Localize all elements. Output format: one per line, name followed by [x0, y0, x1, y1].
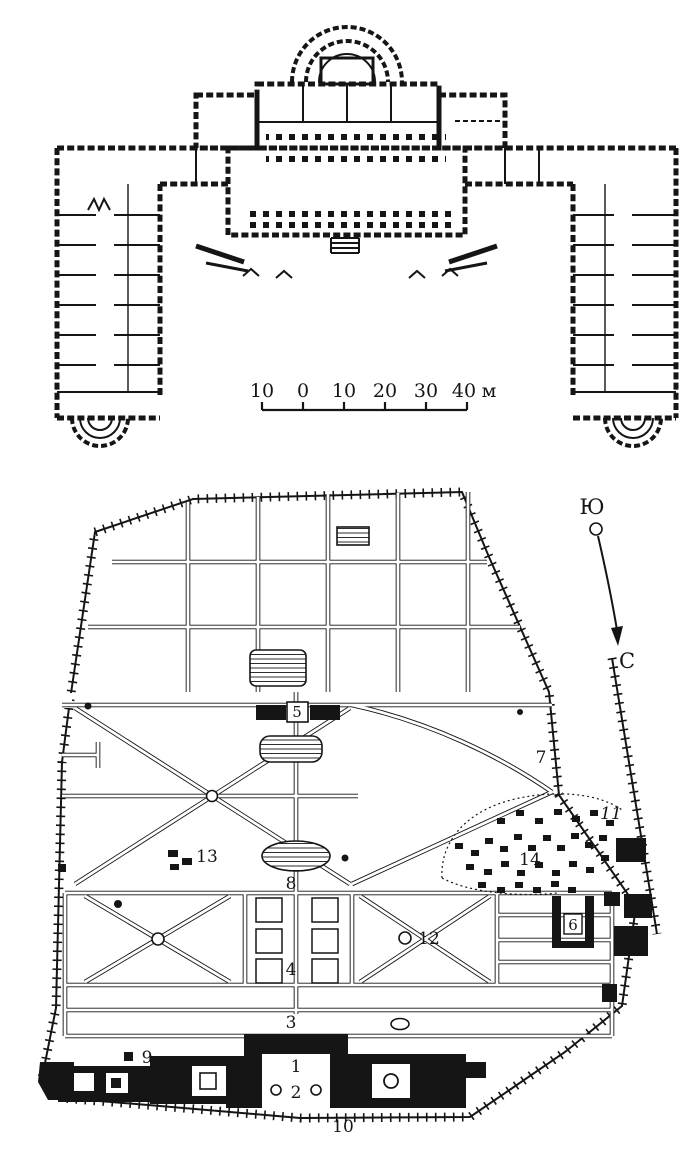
path-nodes	[151, 789, 412, 1031]
site-label-2: 2	[291, 1083, 302, 1103]
site-label-13: 13	[196, 847, 218, 867]
east-wing	[570, 148, 679, 421]
site-label-4: 4	[286, 960, 297, 980]
forecourt-gates	[195, 243, 498, 279]
site-labels: 1 2 3 4 5 6 7 8 9 10 11 12 13 14	[142, 703, 622, 1137]
palace-floor-plan	[54, 25, 679, 448]
scale-label-1: 0	[297, 380, 309, 402]
site-label-6: 6	[568, 916, 578, 934]
park-site-plan: 1 2 3 4 5 6 7 8 9 10 11 12 13 14 Ю С	[38, 492, 657, 1137]
scale-label-5: 40	[452, 380, 476, 402]
stairs-icon	[330, 237, 360, 254]
main-block	[193, 81, 508, 151]
tree-dots	[58, 702, 523, 908]
site-label-9: 9	[142, 1048, 153, 1068]
compass-north-label: С	[619, 649, 635, 673]
palace-block-bottom	[226, 1034, 366, 1108]
site-label-7: 7	[536, 748, 547, 768]
site-label-10: 10	[332, 1117, 354, 1137]
scale-label-0: 10	[250, 380, 274, 402]
east-edge-buildings	[602, 838, 652, 1002]
scale-label-3: 20	[373, 380, 397, 402]
compass-labels: Ю С	[579, 495, 635, 673]
parterre-5	[256, 701, 340, 723]
site-label-12: 12	[418, 929, 440, 949]
stair-glyph	[87, 196, 111, 213]
site-label-1: 1	[291, 1057, 302, 1077]
great-hall	[225, 145, 468, 254]
village-cluster-14	[441, 793, 623, 896]
scale-label-4: 30	[414, 380, 438, 402]
site-label-11: 11	[600, 804, 622, 824]
west-tower	[70, 417, 130, 448]
park-boundary	[42, 492, 636, 1118]
west-gallery	[57, 145, 228, 187]
site-label-3: 3	[286, 1013, 297, 1033]
exedra-arcs	[290, 25, 404, 86]
east-tower	[603, 417, 663, 448]
park-alleys	[62, 492, 612, 1036]
north-arrow-icon	[589, 522, 623, 646]
east-service-building	[348, 1054, 486, 1108]
bosquet-squares	[255, 897, 339, 984]
east-gallery	[465, 145, 676, 187]
scale-unit-label: м	[482, 380, 497, 402]
west-service-buildings	[38, 1052, 246, 1104]
cluster-13	[168, 850, 192, 870]
ponds	[249, 526, 370, 872]
west-wing	[54, 148, 163, 421]
building-6	[552, 896, 594, 948]
site-label-8: 8	[286, 874, 297, 894]
scale-bar: 10 0 10 20 30 40 м	[250, 380, 497, 412]
site-label-5: 5	[292, 703, 302, 721]
compass-south-label: Ю	[579, 495, 604, 519]
scale-label-2: 10	[332, 380, 356, 402]
site-label-14: 14	[519, 850, 541, 870]
